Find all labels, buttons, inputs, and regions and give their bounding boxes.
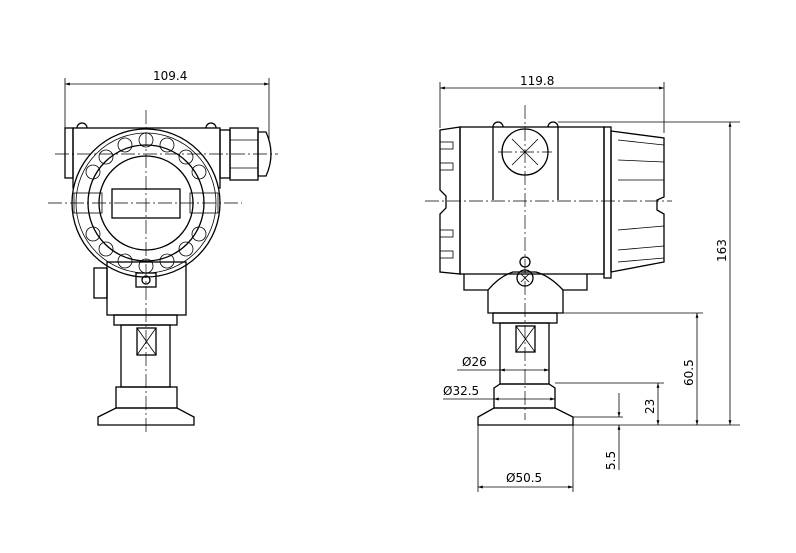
- dim-dia-32-5: Ø32.5: [443, 384, 479, 398]
- dimension-lines: 163 60.5 23 5.5 Ø26 Ø32.5 Ø50.5: [443, 121, 740, 492]
- neck-front: [93, 261, 195, 426]
- dim-dia-50-5: Ø50.5: [506, 471, 542, 485]
- dimension-width-side: 119.8: [439, 74, 665, 133]
- dim-dia-26: Ø26: [462, 355, 487, 369]
- housing-front: [64, 122, 221, 278]
- dim-5-5: 5.5: [604, 451, 618, 470]
- front-view: 109.4: [48, 69, 278, 432]
- wrench-flat: [136, 327, 157, 356]
- dimension-width-front: 109.4: [64, 69, 270, 140]
- side-view: 119.8: [425, 74, 740, 492]
- dim-109-4: 109.4: [153, 69, 187, 83]
- housing-side: [439, 121, 665, 279]
- dim-119-8: 119.8: [520, 74, 554, 88]
- dim-23: 23: [643, 399, 657, 414]
- neck-side: [463, 256, 588, 426]
- dim-163: 163: [715, 239, 729, 262]
- cable-gland: [219, 127, 272, 181]
- dim-60-5: 60.5: [682, 359, 696, 386]
